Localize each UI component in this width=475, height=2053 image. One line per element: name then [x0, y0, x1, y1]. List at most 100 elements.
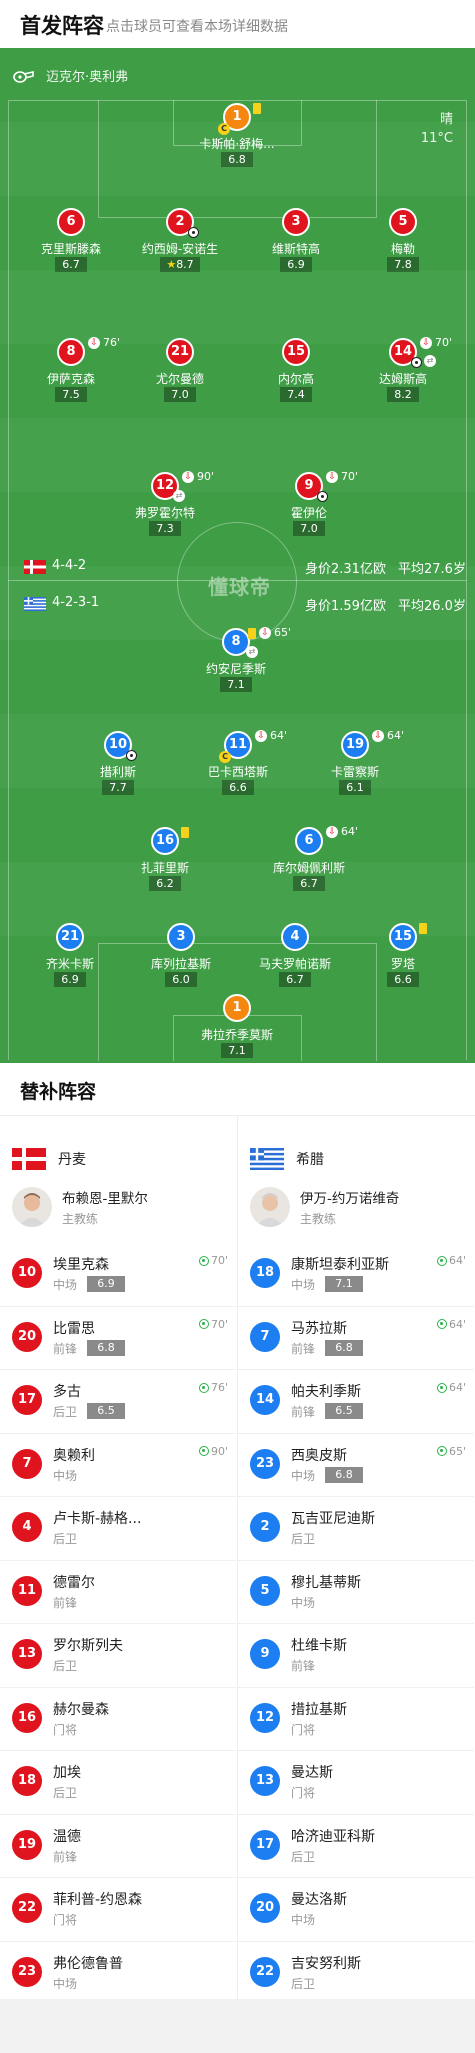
row-separator	[0, 1496, 236, 1497]
player-token[interactable]: 19 ⇩64' 卡雷察斯 6.1	[295, 729, 415, 801]
player-number: 18	[12, 1766, 42, 1796]
player-token[interactable]: 4 马夫罗帕诺斯 6.7	[235, 923, 355, 993]
player-name: 菲利普-约恩森	[53, 1892, 143, 1908]
player-token[interactable]: 2 约西姆-安诺生 ★8.7	[120, 208, 240, 278]
player-name: 穆扎基蒂斯	[291, 1574, 361, 1591]
pitch-boundary	[8, 100, 467, 1060]
player-rating: 7.0	[164, 387, 196, 402]
player-rating: 7.3	[149, 521, 181, 536]
home-team-summary: 4-4-2 身价2.31亿欧 平均27.6岁	[0, 556, 475, 578]
player-token[interactable]: 3 维斯特高 6.9	[236, 208, 356, 278]
player-number: 4	[12, 1512, 42, 1542]
player-token[interactable]: 6 ⇩64' 库尔姆佩利斯 6.7	[249, 825, 369, 897]
player-number: 3	[282, 208, 310, 236]
player-number: 23	[250, 1448, 280, 1479]
row-separator	[0, 1686, 236, 1688]
sub-in-icon	[198, 1319, 209, 1329]
player-rating: 6.7	[293, 876, 325, 891]
player-name: 康斯坦泰利亚斯	[291, 1257, 389, 1273]
away-coach[interactable]: 伊万-约万诺维奇 主教练	[250, 1185, 470, 1239]
player-number: 19	[341, 731, 369, 759]
substitutes-title: 替补阵容	[20, 1081, 97, 1103]
sub-in-icon	[198, 1446, 209, 1456]
substitution-marker: ⇩65'	[259, 626, 291, 639]
sub-in-time: 70'	[198, 1318, 228, 1331]
home-coach[interactable]: 布赖恩-里默尔 主教练	[12, 1185, 232, 1239]
yellow-card-icon	[248, 628, 256, 639]
coach-name: 布赖恩-里默尔	[62, 1191, 148, 1207]
player-token[interactable]: 9 ⇩70' 霍伊伦 7.0	[249, 470, 369, 542]
player-token[interactable]: 11 C ⇩64' 巴卡西塔斯 6.6	[178, 729, 298, 801]
coach-role: 主教练	[62, 1212, 99, 1226]
row-separator	[0, 1940, 236, 1942]
player-position: 后卫	[53, 1532, 78, 1546]
player-number: 2	[250, 1512, 280, 1542]
player-number: 13	[250, 1766, 280, 1796]
player-token[interactable]: 8 ⇩76' 伊萨克森 7.5	[11, 336, 131, 408]
player-token[interactable]: 15 内尔高 7.4	[236, 338, 356, 408]
row-separator	[0, 1750, 236, 1751]
player-name: 罗塔	[390, 957, 415, 971]
player-token[interactable]: 8 ⇩65' ⇄ 约安尼季斯 7.1	[176, 626, 296, 698]
player-token[interactable]: 10 措利斯 7.7	[58, 731, 178, 801]
sub-out-icon: ⇩	[182, 470, 194, 483]
row-separator	[238, 1813, 474, 1815]
captain-icon: C	[219, 751, 231, 763]
player-name: 赫尔曼森	[53, 1701, 109, 1718]
row-separator	[0, 1559, 236, 1561]
player-position: 前锋	[291, 1405, 316, 1419]
player-token[interactable]: 1 C 卡斯帕·舒梅... 6.8	[177, 103, 297, 173]
player-token[interactable]: 16 扎菲里斯 6.2	[105, 827, 225, 897]
player-token[interactable]: 14 ⇩70' ⇄ 达姆斯高 8.2	[343, 336, 463, 408]
player-rating: 6.5	[87, 1403, 125, 1419]
coach-avatar	[250, 1187, 290, 1227]
player-number: 23	[12, 1956, 42, 1987]
row-separator	[238, 1369, 474, 1370]
page-subtitle: 点击球员可查看本场详细数据	[106, 19, 288, 35]
player-name: 齐米卡斯	[45, 957, 94, 971]
substitution-marker: ⇩64'	[326, 825, 358, 838]
away-formation: 4-2-3-1	[52, 595, 100, 610]
sub-out-icon: ⇩	[259, 626, 271, 639]
player-token[interactable]: 6 克里斯滕森 6.7	[11, 208, 131, 278]
player-token[interactable]: 15 罗塔 6.6	[343, 923, 463, 993]
goal-box-top	[173, 100, 302, 146]
sub-out-icon: ⇩	[420, 336, 432, 349]
substitution-marker: ⇩70'	[326, 470, 358, 483]
player-token[interactable]: 21 尤尔曼德 7.0	[120, 338, 240, 408]
player-token[interactable]: 1 弗拉乔季莫斯 7.1	[177, 994, 297, 1063]
player-token[interactable]: 21 齐米卡斯 6.9	[10, 923, 130, 993]
player-token[interactable]: 12 ⇩90' ⇄ 弗罗霍尔特 7.3	[105, 470, 225, 542]
player-number: 1	[223, 103, 251, 131]
player-token[interactable]: 5 梅勒 7.8	[343, 208, 463, 278]
person-icon	[18, 1193, 46, 1227]
player-number: 17	[250, 1829, 280, 1860]
player-position: 中场	[291, 1913, 316, 1927]
player-token[interactable]: 3 库列拉基斯 6.0	[121, 923, 241, 993]
referee-name: 迈克尔·奥利弗	[46, 70, 129, 85]
